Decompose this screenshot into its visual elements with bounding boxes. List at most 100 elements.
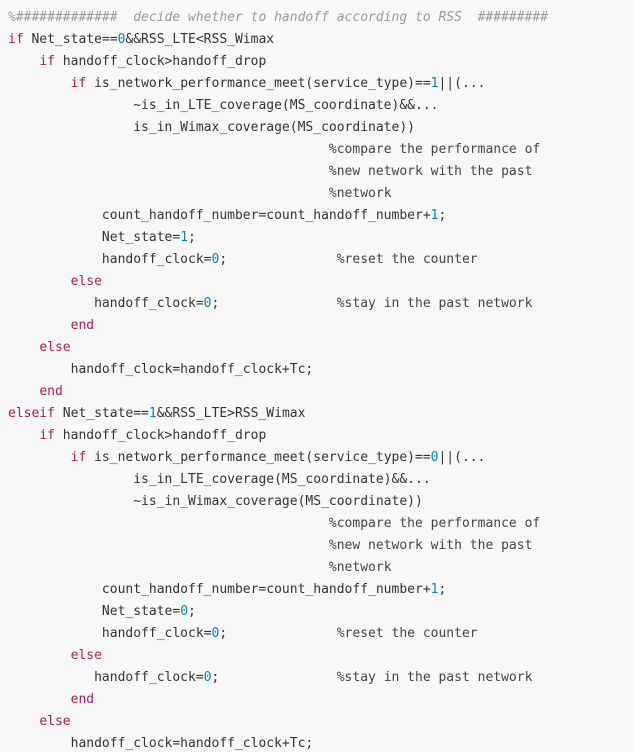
- code-token-keyword: end: [39, 384, 63, 399]
- code-line: end: [8, 689, 94, 711]
- code-token-keyword: if: [39, 428, 55, 443]
- code-line: %############# decide whether to handoff…: [8, 7, 548, 29]
- code-token-plain: Net_state=: [8, 604, 181, 619]
- code-token-keyword: end: [70, 692, 95, 707]
- code-token-plain: Net_state==: [54, 406, 149, 421]
- code-line: handoff_clock=handoff_clock+Tc;: [8, 733, 314, 752]
- code-token-plain: [8, 560, 329, 575]
- code-token-number: 0: [117, 32, 126, 47]
- code-token-plain: [8, 142, 329, 157]
- code-line: handoff_clock=0; %reset the counter: [8, 249, 478, 271]
- code-token-number: 1: [430, 76, 439, 91]
- code-token-number: 0: [203, 296, 212, 311]
- code-token-comment: %############# decide whether to handoff…: [8, 10, 549, 25]
- code-line: %compare the performance of: [8, 139, 540, 161]
- code-token-plain: handoff_clock>handoff_drop: [54, 428, 267, 443]
- code-token-plain: is_network_performance_meet(service_type…: [86, 76, 431, 91]
- code-token-plain: ;: [219, 252, 337, 267]
- code-line: if is_network_performance_meet(service_t…: [8, 447, 486, 469]
- code-line: %new network with the past: [8, 535, 533, 557]
- code-line: %network: [8, 557, 392, 579]
- code-line: else: [8, 271, 102, 293]
- code-token-plain: handoff_clock>handoff_drop: [54, 54, 267, 69]
- code-token-plain: [8, 450, 71, 465]
- code-line: elseif Net_state==1&&RSS_LTE>RSS_Wimax: [8, 403, 305, 425]
- code-token-mcomment: %network: [328, 186, 392, 201]
- code-token-mcomment: %network: [328, 560, 392, 575]
- code-token-number: 0: [203, 670, 212, 685]
- code-token-plain: ||(...: [438, 450, 486, 465]
- code-token-plain: ;: [211, 296, 337, 311]
- code-token-plain: ;: [219, 626, 337, 641]
- code-token-plain: [8, 186, 329, 201]
- code-token-plain: [8, 318, 71, 333]
- code-line: handoff_clock=0; %stay in the past netwo…: [8, 667, 532, 689]
- code-line: handoff_clock=0; %reset the counter: [8, 623, 478, 645]
- code-token-plain: is_in_LTE_coverage(MS_coordinate)&&...: [8, 472, 431, 487]
- code-token-plain: handoff_clock=: [8, 670, 204, 685]
- code-token-plain: [8, 692, 71, 707]
- code-line: %new network with the past: [8, 161, 533, 183]
- code-token-plain: [8, 538, 329, 553]
- code-token-plain: ;: [188, 230, 196, 245]
- code-token-plain: [8, 714, 39, 729]
- code-token-plain: Net_state=: [8, 230, 181, 245]
- code-line: Net_state=0;: [8, 601, 196, 623]
- code-token-plain: is_in_Wimax_coverage(MS_coordinate)): [8, 120, 415, 135]
- code-token-plain: [8, 648, 71, 663]
- code-token-plain: Net_state==: [23, 32, 118, 47]
- code-token-plain: handoff_clock=: [8, 626, 212, 641]
- code-line: %compare the performance of: [8, 513, 540, 535]
- code-token-number: 1: [180, 230, 189, 245]
- code-token-keyword: else: [70, 648, 102, 663]
- code-token-plain: [8, 164, 329, 179]
- code-token-keyword: if: [39, 54, 55, 69]
- code-token-mcomment: %stay in the past network: [336, 670, 533, 685]
- code-line: count_handoff_number=count_handoff_numbe…: [8, 205, 446, 227]
- code-line: if handoff_clock>handoff_drop: [8, 51, 266, 73]
- code-token-plain: ||(...: [438, 76, 486, 91]
- code-token-plain: [8, 384, 39, 399]
- code-token-number: 0: [211, 252, 220, 267]
- code-token-mcomment: %reset the counter: [336, 626, 478, 641]
- code-token-plain: handoff_clock=handoff_clock+Tc;: [8, 736, 314, 751]
- code-token-number: 0: [180, 604, 189, 619]
- code-token-plain: ;: [211, 670, 337, 685]
- code-token-plain: handoff_clock=: [8, 252, 212, 267]
- code-token-keyword: end: [70, 318, 95, 333]
- code-line: else: [8, 645, 102, 667]
- code-line: ~is_in_LTE_coverage(MS_coordinate)&&...: [8, 95, 438, 117]
- code-line: %network: [8, 183, 392, 205]
- code-token-plain: [8, 76, 71, 91]
- code-token-mcomment: %compare the performance of: [328, 516, 541, 531]
- code-line: count_handoff_number=count_handoff_numbe…: [8, 579, 446, 601]
- code-token-mcomment: %reset the counter: [336, 252, 478, 267]
- code-line: if handoff_clock>handoff_drop: [8, 425, 266, 447]
- code-token-mcomment: %new network with the past: [328, 164, 533, 179]
- code-line: end: [8, 315, 94, 337]
- code-line: else: [8, 337, 71, 359]
- code-token-keyword: if: [8, 32, 24, 47]
- code-token-keyword: else: [39, 714, 71, 729]
- code-token-keyword: else: [70, 274, 102, 289]
- code-line: ~is_in_Wimax_coverage(MS_coordinate)): [8, 491, 423, 513]
- code-line: handoff_clock=handoff_clock+Tc;: [8, 359, 314, 381]
- code-token-plain: ~is_in_LTE_coverage(MS_coordinate)&&...: [8, 98, 439, 113]
- code-token-plain: [8, 274, 71, 289]
- code-token-plain: ;: [438, 582, 447, 597]
- code-token-mcomment: %new network with the past: [328, 538, 533, 553]
- code-token-plain: ;: [438, 208, 447, 223]
- code-token-number: 0: [430, 450, 439, 465]
- code-token-plain: is_network_performance_meet(service_type…: [86, 450, 431, 465]
- code-token-keyword: elseif: [8, 406, 55, 421]
- code-token-keyword: if: [70, 76, 87, 91]
- code-line: is_in_Wimax_coverage(MS_coordinate)): [8, 117, 415, 139]
- code-token-plain: [8, 516, 329, 531]
- code-token-plain: handoff_clock=handoff_clock+Tc;: [8, 362, 314, 377]
- code-token-plain: [8, 428, 39, 443]
- code-line: Net_state=1;: [8, 227, 196, 249]
- code-token-mcomment: %compare the performance of: [328, 142, 541, 157]
- code-token-keyword: else: [39, 340, 71, 355]
- code-token-keyword: if: [70, 450, 87, 465]
